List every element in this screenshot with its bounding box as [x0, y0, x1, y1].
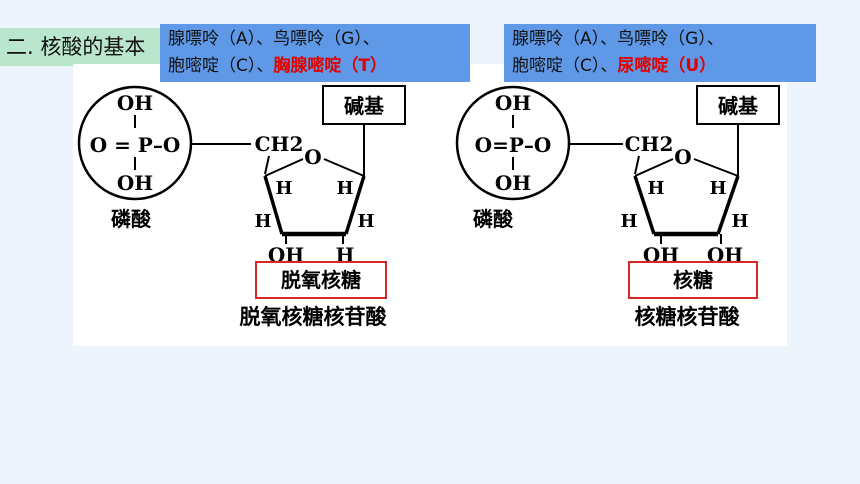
left-h-outer-right: H: [357, 211, 374, 232]
left-phosphate-bottom-oh: OH: [117, 171, 153, 195]
right-sugar-name-box: [628, 261, 758, 299]
nucleotide-figure: OH O = P–O OH 磷酸 碱基 CH2 O H H H H: [73, 64, 787, 346]
base-callout-rna: 腺嘌呤（A）、鸟嘌呤（G）、 胞嘧啶（C）、尿嘧啶（U）: [504, 24, 816, 82]
callout-highlight: 胸腺嘧啶（T）: [273, 56, 387, 76]
right-ring-bond-1: [634, 158, 674, 177]
right-ring-o: O: [674, 145, 691, 169]
callout-line-2: 胞嘧啶（C）、尿嘧啶（U）: [512, 53, 808, 80]
right-h-inner-right: H: [709, 178, 726, 199]
slide-title: 二. 核酸的基本: [0, 28, 176, 66]
left-sugar-name-box: [255, 261, 387, 299]
left-phosphate-middle: O = P–O: [90, 133, 181, 157]
right-ch2: CH2: [625, 132, 674, 156]
callout-line-1: 腺嘌呤（A）、鸟嘌呤（G）、: [168, 29, 380, 49]
right-nucleotide-name: 核糖核苷酸: [635, 305, 741, 329]
left-h-inner-left: H: [275, 178, 292, 199]
left-h-outer-left: H: [254, 211, 271, 232]
right-phosphate-middle: O=P–O: [475, 133, 552, 157]
left-h-inner-right: H: [336, 178, 353, 199]
left-ring-bond-3: [263, 175, 284, 235]
callout-highlight: 尿嘧啶（U）: [617, 56, 717, 76]
right-h-outer-left: H: [620, 211, 637, 232]
callout-prefix: 胞嘧啶（C）、: [512, 56, 618, 76]
right-ring-bond-2: [693, 158, 739, 177]
left-ring-bond-2: [323, 158, 365, 177]
right-phosphate-bottom-oh: OH: [495, 171, 531, 195]
left-ring-bond-4: [344, 175, 366, 235]
callout-line-2: 胞嘧啶（C）、胸腺嘧啶（T）: [168, 53, 462, 80]
nucleotide-diagram: OH O = P–O OH 磷酸 碱基 CH2 O H H H H: [77, 85, 780, 329]
callout-line-1: 腺嘌呤（A）、鸟嘌呤（G）、: [512, 29, 724, 49]
right-sugar-name: 核糖: [673, 268, 713, 292]
callout-prefix: 胞嘧啶（C）、: [168, 56, 274, 76]
left-base-label: 碱基: [344, 94, 385, 118]
right-phosphate-label: 磷酸: [473, 207, 514, 231]
left-phosphate-top-oh: OH: [117, 91, 153, 115]
left-nucleotide-name: 脱氧核糖核苷酸: [240, 305, 388, 329]
right-h-outer-right: H: [731, 211, 748, 232]
base-callout-dna: 腺嘌呤（A）、鸟嘌呤（G）、 胞嘧啶（C）、胸腺嘧啶（T）: [160, 24, 470, 82]
right-ring-bond-4: [716, 175, 740, 235]
left-structure: OH O = P–O OH 磷酸 碱基 CH2 O H H H H: [77, 85, 406, 329]
right-base-box: [696, 85, 780, 125]
right-ring-bond-3: [633, 175, 656, 235]
left-ring-bond-1: [264, 158, 304, 177]
right-base-label: 碱基: [718, 94, 759, 118]
right-h-inner-left: H: [647, 178, 664, 199]
left-ring-o: O: [304, 145, 321, 169]
right-ch2-bond: [634, 155, 640, 175]
right-structure: OH O=P–O OH 磷酸 碱基 CH2 O H H H H OH: [455, 85, 780, 329]
left-ch2: CH2: [255, 132, 304, 156]
left-sugar-name: 脱氧核糖: [281, 268, 361, 292]
right-phosphate-top-oh: OH: [495, 91, 531, 115]
left-ch2-bond: [264, 155, 270, 175]
left-phosphate-label: 磷酸: [111, 207, 152, 231]
